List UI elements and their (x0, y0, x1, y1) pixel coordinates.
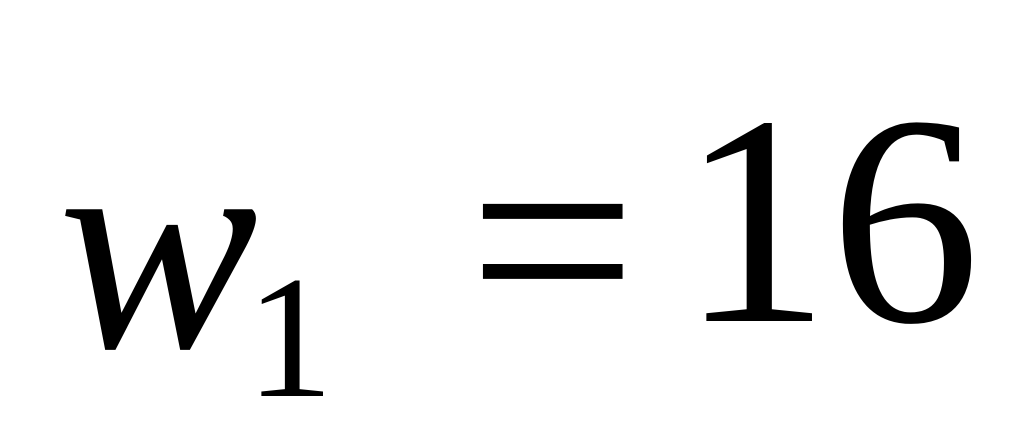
equation-value: 16 (680, 54, 980, 386)
equation-equals-sign: = (468, 74, 638, 406)
equation-variable: w (58, 80, 259, 412)
equation-subscript: 1 (246, 240, 334, 434)
